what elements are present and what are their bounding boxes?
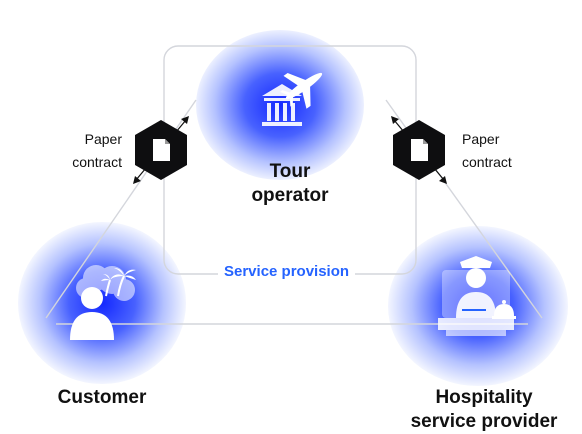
tour-operator-label-line1: Tour <box>269 161 311 182</box>
airplane-bank-icon <box>262 72 323 126</box>
tour-operator-label: Tour operator <box>230 160 350 208</box>
right-contract-hexagon <box>393 120 445 180</box>
tour-operator-label-line2: operator <box>251 185 329 206</box>
left-contract-label: Paper contract <box>46 128 122 174</box>
hospitality-label-line2: service provider <box>410 411 558 432</box>
service-provision-label: Service provision <box>218 263 356 280</box>
left-contract-line2: contract <box>72 154 122 170</box>
left-arrowhead-top <box>181 116 189 124</box>
right-arrowhead-bottom <box>439 176 447 184</box>
left-contract-line1: Paper <box>84 131 122 147</box>
hospitality-label-line1: Hospitality <box>435 387 533 408</box>
right-contract-line2: contract <box>462 154 512 170</box>
left-contract-hexagon <box>135 120 187 180</box>
customer-label-text: Customer <box>57 387 147 408</box>
hospitality-label: Hospitality service provider <box>398 386 570 434</box>
hotel-receptionist-icon <box>438 256 516 336</box>
left-arrowhead-bottom <box>133 176 141 184</box>
customer-vacation-icon <box>70 265 136 340</box>
document-icon <box>411 139 428 161</box>
customer-label: Customer <box>40 386 164 410</box>
right-arrowhead-top <box>391 116 399 124</box>
right-contract-label: Paper contract <box>462 128 542 174</box>
right-contract-line1: Paper <box>462 131 500 147</box>
document-icon <box>153 139 170 161</box>
